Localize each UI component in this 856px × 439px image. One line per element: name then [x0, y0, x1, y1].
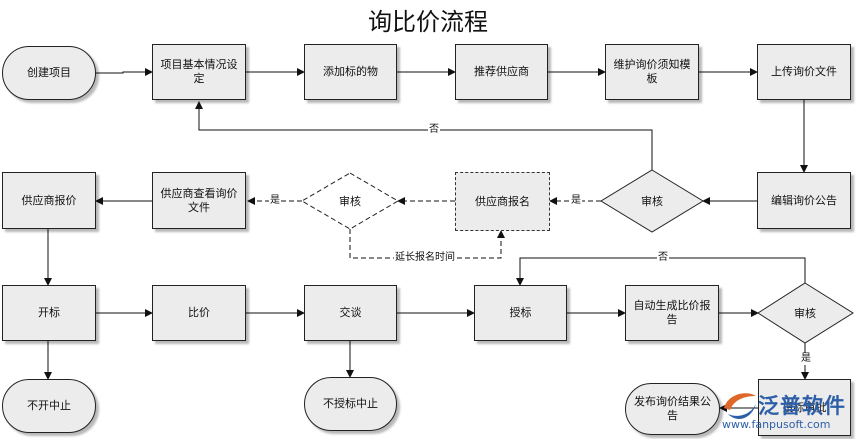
review1-label: 审核	[641, 195, 663, 208]
node-no-award-stop: 不授标中止	[304, 377, 397, 431]
review2-label: 审核	[339, 195, 361, 208]
edge-label-yes-approve: 是	[800, 353, 812, 365]
node-compare: 比价	[152, 285, 246, 341]
node-supplier-register: 供应商报名	[455, 172, 550, 231]
edge-label-extend: 延长报名时间	[394, 252, 456, 264]
page-title: 询比价流程	[368, 8, 488, 36]
node-add-items: 添加标的物	[304, 44, 397, 100]
review3-label: 审核	[794, 307, 816, 320]
edge-label-yes-register: 是	[570, 195, 582, 207]
node-auto-report: 自动生成比价报告	[625, 285, 719, 341]
node-publish-result: 发布询价结果公告	[625, 383, 720, 435]
edge-label-no-top: 否	[428, 124, 440, 136]
node-create-project: 创建项目	[2, 46, 96, 100]
edge-review1-basic-no	[195, 101, 653, 170]
node-award: 授标	[474, 285, 567, 341]
node-maintain-template: 维护询价须知模板	[605, 44, 699, 100]
edge-create-basic	[96, 68, 153, 76]
node-basic-settings: 项目基本情况设定	[152, 44, 246, 100]
node-award-approval: 授标审批	[758, 379, 851, 436]
watermark-logo: 泛普软件 www.fanpusoft.com	[718, 386, 854, 436]
node-not-open-stop: 不开中止	[2, 379, 96, 433]
node-bid-open: 开标	[2, 285, 96, 341]
node-upload-file: 上传询价文件	[757, 44, 851, 100]
review2-diamond	[301, 172, 399, 230]
edge-label-no-award: 否	[657, 252, 669, 264]
node-negotiate: 交谈	[304, 285, 397, 341]
watermark-url: www.fanpusoft.com	[722, 418, 831, 431]
node-recommend-supplier: 推荐供应商	[455, 44, 548, 100]
fanpu-logo-icon	[724, 393, 756, 419]
review1-diamond	[600, 169, 704, 233]
node-edit-notice: 编辑询价公告	[757, 172, 851, 229]
edge-label-yes-view: 是	[269, 195, 281, 207]
node-view-file: 供应商查看询价文件	[152, 172, 246, 229]
review3-diamond	[757, 282, 854, 344]
watermark-name: 泛普软件	[758, 394, 846, 418]
node-supplier-quote: 供应商报价	[2, 172, 96, 229]
